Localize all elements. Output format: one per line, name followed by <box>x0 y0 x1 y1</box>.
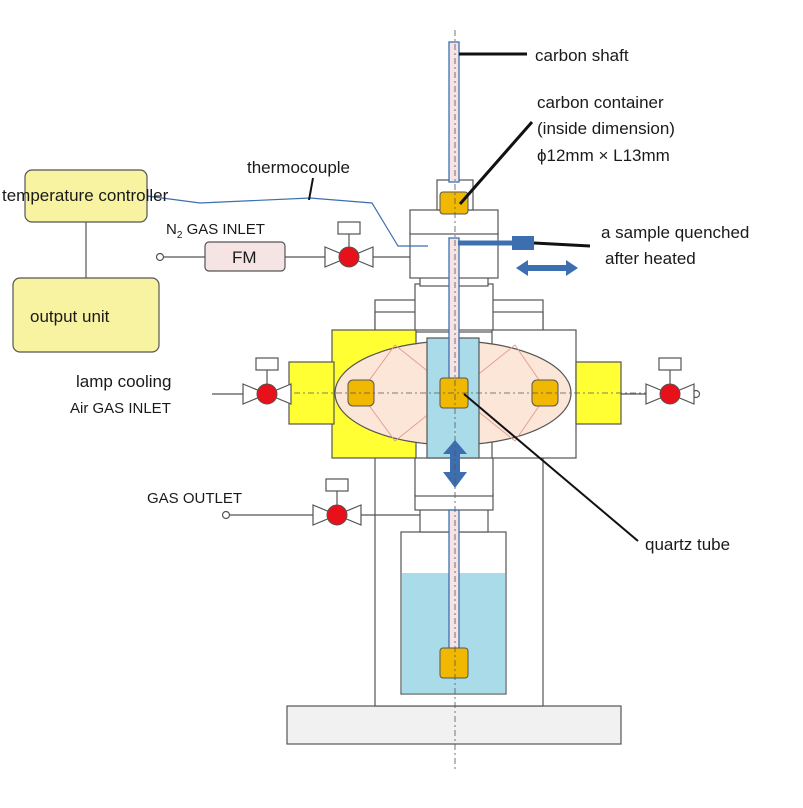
label-sample-1: a sample quenched <box>601 223 749 242</box>
gas-outlet-valve[interactable] <box>312 478 362 526</box>
air-valve-right[interactable] <box>645 357 695 405</box>
label-n2-inlet: N2 GAS INLET <box>166 221 265 241</box>
label-carbon-shaft: carbon shaft <box>535 46 629 65</box>
plunger-head <box>512 236 534 250</box>
flow-meter[interactable] <box>204 241 286 272</box>
leader-carbon-container <box>458 121 534 205</box>
label-carbon-container-3: ϕ12mm × L13mm <box>537 146 670 165</box>
carbon-container-top <box>439 191 469 215</box>
base-plate <box>286 705 622 745</box>
leader-thermocouple <box>308 177 314 201</box>
sample-quenched <box>439 647 469 679</box>
label-quartz-tube: quartz tube <box>645 535 730 554</box>
output-unit-box <box>12 277 160 353</box>
n2-inlet-port <box>155 252 165 262</box>
leader-quartz-tube <box>463 393 639 542</box>
label-carbon-container-1: carbon container <box>537 93 664 112</box>
inner-shaft <box>448 237 460 381</box>
air-valve-left[interactable] <box>242 357 292 405</box>
thermocouple-wire <box>146 195 428 247</box>
n2-valve[interactable] <box>324 221 374 268</box>
quench-shaft <box>448 509 460 651</box>
label-sample-2: after heated <box>605 249 696 268</box>
leader-sample <box>533 241 591 248</box>
label-fm: FM <box>232 248 257 267</box>
horizontal-motion-arrow <box>516 260 578 276</box>
top-cap <box>409 209 499 235</box>
label-carbon-container-2: (inside dimension) <box>537 119 675 138</box>
label-temperature-controller: temperature controller <box>2 186 169 205</box>
carbon-shaft <box>448 41 460 183</box>
label-lamp-cooling: lamp cooling <box>76 372 171 391</box>
gas-outlet-port <box>221 510 231 520</box>
label-output-unit: output unit <box>30 307 110 326</box>
label-gas-outlet: GAS OUTLET <box>147 490 242 507</box>
label-thermocouple: thermocouple <box>247 158 350 177</box>
label-air-gas-inlet: Air GAS INLET <box>70 400 171 417</box>
